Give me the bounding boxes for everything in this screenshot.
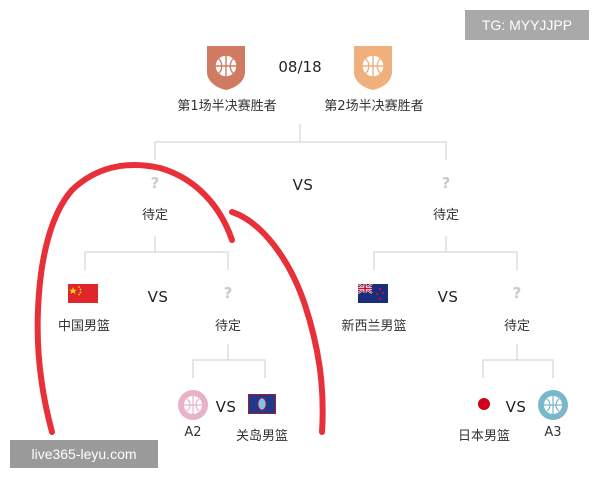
japan-flag-icon [473,394,495,414]
seed-a3: A3 [544,425,562,440]
basketball-circle-icon [538,390,568,420]
guam-flag-icon [247,393,277,415]
watermark-top: TG: MYYJJPP [465,10,589,40]
china-flag-icon [68,284,98,303]
vs-label: VS [215,398,237,416]
team-japan: 日本男篮 [457,429,511,444]
semifinal-right-tbd: 待定 [432,208,460,223]
vs-label: VS [505,398,527,416]
match-date: 08/18 [278,58,322,76]
team-china: 中国男篮 [57,319,111,334]
vs-label: VS [147,288,169,306]
seed-a2: A2 [184,425,202,440]
basketball-circle-icon [178,390,208,420]
watermark-bottom: live365-leyu.com [10,440,158,468]
vs-label: VS [437,288,459,306]
unknown-icon: ? [441,174,451,192]
team-guam: 关岛男篮 [235,429,289,444]
quarter-left-tbd: 待定 [214,319,242,334]
semifinal-left-tbd: 待定 [141,208,169,223]
basketball-badge-icon [205,44,247,90]
red-annotation [34,162,326,435]
vs-label: VS [292,176,314,194]
quarter-right-tbd: 待定 [503,319,531,334]
unknown-icon: ? [223,284,233,302]
unknown-icon: ? [150,174,160,192]
final-left-label: 第1场半决赛胜者 [177,99,277,114]
unknown-icon: ? [512,284,522,302]
new-zealand-flag-icon [357,283,388,303]
team-new-zealand: 新西兰男篮 [341,319,407,334]
basketball-badge-icon [352,44,394,90]
final-right-label: 第2场半决赛胜者 [324,99,424,114]
